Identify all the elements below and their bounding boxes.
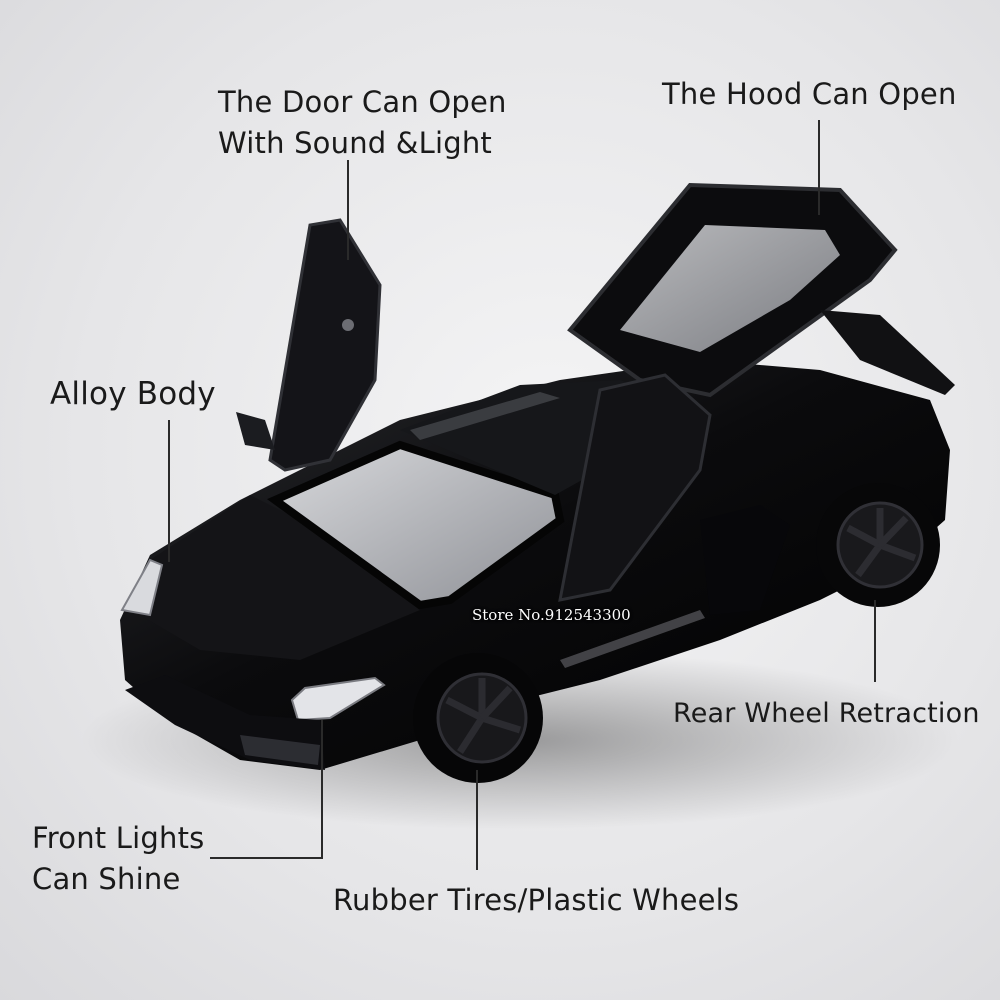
windshield	[267, 440, 565, 610]
leader-front-lights-v	[321, 720, 323, 858]
rear-rim-spokes	[846, 508, 917, 578]
rear-spoiler	[820, 310, 955, 395]
front-hood	[140, 495, 420, 660]
leader-tires	[476, 770, 478, 870]
callout-door-line2: With Sound &Light	[218, 126, 492, 160]
callout-hood: The Hood Can Open	[662, 74, 957, 115]
store-watermark: Store No.912543300	[472, 606, 631, 624]
side-highlight	[560, 610, 705, 668]
callout-tires: Rubber Tires/Plastic Wheels	[333, 880, 739, 921]
callout-hood-text: The Hood Can Open	[662, 77, 957, 111]
headlight-left	[120, 558, 164, 617]
engine-hood-window	[620, 225, 840, 352]
leader-front-lights-h	[210, 857, 323, 859]
callout-rear-wheel: Rear Wheel Retraction	[673, 693, 980, 734]
front-rim-spokes	[445, 678, 522, 754]
leader-rear-wheel	[874, 600, 876, 682]
callout-door-line1: The Door Can Open	[218, 85, 507, 119]
callout-rear-wheel-text: Rear Wheel Retraction	[673, 698, 980, 729]
callout-front-lights-line1: Front Lights	[32, 821, 205, 855]
side-mirror-left	[236, 412, 275, 450]
callout-body-text: Alloy Body	[50, 376, 216, 412]
leader-hood	[818, 120, 820, 215]
callout-tires-text: Rubber Tires/Plastic Wheels	[333, 883, 740, 917]
callout-door: The Door Can Open With Sound &Light	[218, 82, 507, 164]
door-hinge	[342, 319, 354, 331]
callout-body: Alloy Body	[50, 374, 216, 415]
car-body	[120, 360, 950, 770]
callout-front-lights: Front Lights Can Shine	[32, 818, 204, 900]
open-door-left	[268, 218, 382, 472]
open-door-right	[558, 373, 712, 602]
front-grille	[240, 735, 320, 765]
callout-front-lights-line2: Can Shine	[32, 862, 181, 896]
leader-door	[347, 160, 349, 260]
leader-body	[168, 420, 170, 562]
side-intake	[700, 505, 790, 615]
body-highlight	[410, 392, 560, 440]
